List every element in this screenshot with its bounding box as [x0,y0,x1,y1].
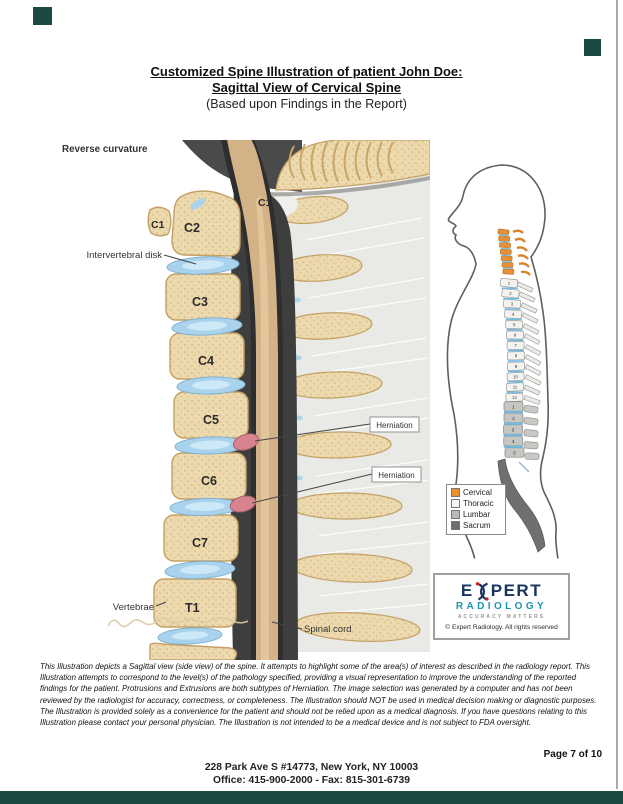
cervical-spine-illustration: Reverse curvature Intervertebral disk Ve… [62,140,430,660]
page-title-line1: Customized Spine Illustration of patient… [150,64,463,79]
artist-watermark [107,617,249,628]
thoracic-number: 5 [513,322,516,327]
corner-accent-top-right [584,39,601,56]
label-vertebrae: Vertebrae [113,602,154,613]
skull-under-band [257,176,430,197]
thoracic-number: 4 [512,312,515,317]
footer-contact: Office: 415-900-2000 - Fax: 815-301-6739 [213,774,410,786]
thoracic-number: 7 [514,343,517,348]
corner-accent-top-left [33,7,52,25]
spinal-cord-highlight [256,195,269,660]
footer-address-block: 228 Park Ave S #14773, New York, NY 1000… [0,762,623,787]
body-overview-figure: 1 2 3 4 5 6 7 8 9 10 11 12 1 2 3 4 5 [446,164,565,560]
legend-label-lumbar: Lumbar [463,510,491,519]
vertebral-bodies [147,190,249,660]
ligament-field [288,174,430,652]
herniation-callout-1-text: Herniation [376,421,412,430]
page-edge-line [616,0,618,789]
page-subtitle: (Based upon Findings in the Report) [206,97,407,111]
footer-page-number: Page 7 of 10 [543,749,602,760]
thoracic-number: 6 [514,333,517,338]
legend-swatch-thoracic [451,499,460,508]
label-spinal-cord: Spinal cord [304,624,352,635]
cervical-processes [512,229,531,276]
lumbar-processes [523,404,540,461]
leader-lines [155,254,373,630]
cervical-disks [498,234,513,269]
brand-tagline: ACCURACY MATTERS [457,614,546,620]
legend-item-thoracic: Thoracic [451,499,502,508]
legend-swatch-cervical [451,488,460,497]
cerebellum-ridges [288,141,394,183]
dna-helix-x-icon [475,581,489,601]
footer-accent-bar [0,791,623,804]
legend-label-sacrum: Sacrum [463,521,491,530]
lumbar-number: 5 [513,450,516,456]
herniation-callout-2-text: Herniation [378,471,414,480]
thoracic-disks [501,287,524,393]
lumbar-segments: 1 2 3 4 5 [503,401,525,458]
vertebra-label-c4: C4 [198,354,214,368]
thoracic-number: 9 [515,364,518,369]
vertebra-label-t1: T1 [185,601,200,615]
herniation-bulges [229,433,260,513]
expert-radiology-logo: E PERT RADIOLOGY ACCURACY MATTERS © Expe… [433,573,570,640]
vertebra-label-c6: C6 [201,474,217,488]
vertebra-c1 [147,206,172,237]
thoracic-number: 11 [513,384,518,389]
thoracic-number: 2 [509,291,512,296]
thoracic-number: 1 [508,280,512,285]
legend-item-cervical: Cervical [451,488,502,497]
page-title-line2: Sagittal View of Cervical Spine [211,80,402,95]
thoracic-number: 3 [511,301,514,306]
legend-swatch-lumbar [451,510,460,519]
spine-region-legend: Cervical Thoracic Lumbar Sacrum [446,484,506,535]
lumbar-disks [503,411,523,448]
footer-address: 228 Park Ave S #14773, New York, NY 1000… [204,762,419,773]
lumbar-number: 4 [512,439,515,445]
vertebra-label-c7: C7 [192,536,208,550]
lumbar-number: 3 [512,427,515,433]
cervical-segments [497,228,515,275]
legend-item-lumbar: Lumbar [451,510,502,519]
vertebra-label-c1-top: C1 [258,197,272,209]
legend-label-cervical: Cervical [463,488,492,497]
brand-letters-pert: PERT [490,581,543,600]
thoracic-number: 8 [515,353,518,358]
lumbar-number: 1 [512,404,515,410]
vertebra-label-c3: C3 [192,295,208,309]
legend-item-sacrum: Sacrum [451,521,502,530]
page-title-block: Customized Spine Illustration of patient… [0,64,613,112]
label-intervertebral-disk: Intervertebral disk [86,250,162,261]
thoracic-number: 10 [513,374,519,379]
brand-line-radiology: RADIOLOGY [455,601,548,612]
vertebra-label-c1-side: C1 [151,219,165,231]
disclaimer-text: This Illustration depicts a Sagittal vie… [40,662,597,728]
thoracic-segments: 1 2 3 4 5 6 7 8 9 10 11 12 [499,277,525,402]
vertebra-next-partial [149,642,238,660]
herniation-callout-1-box [369,416,420,433]
legend-swatch-sacrum [451,521,460,530]
thoracic-processes [516,281,542,406]
label-reverse-curvature: Reverse curvature [62,144,148,155]
thoracic-number: 12 [512,395,518,400]
logo-copyright: © Expert Radiology. All rights reserved [445,624,558,631]
herniation-callout-2-box [371,466,422,483]
vertebra-c2 [171,190,241,257]
brand-letter-e: E [460,581,474,600]
intervertebral-disks [157,198,246,645]
vertebra-label-c2: C2 [184,221,200,235]
vertebra-label-c5: C5 [203,413,219,427]
legend-label-thoracic: Thoracic [463,499,494,508]
lumbar-number: 2 [512,416,515,422]
brand-name-row: E PERT [435,581,568,601]
